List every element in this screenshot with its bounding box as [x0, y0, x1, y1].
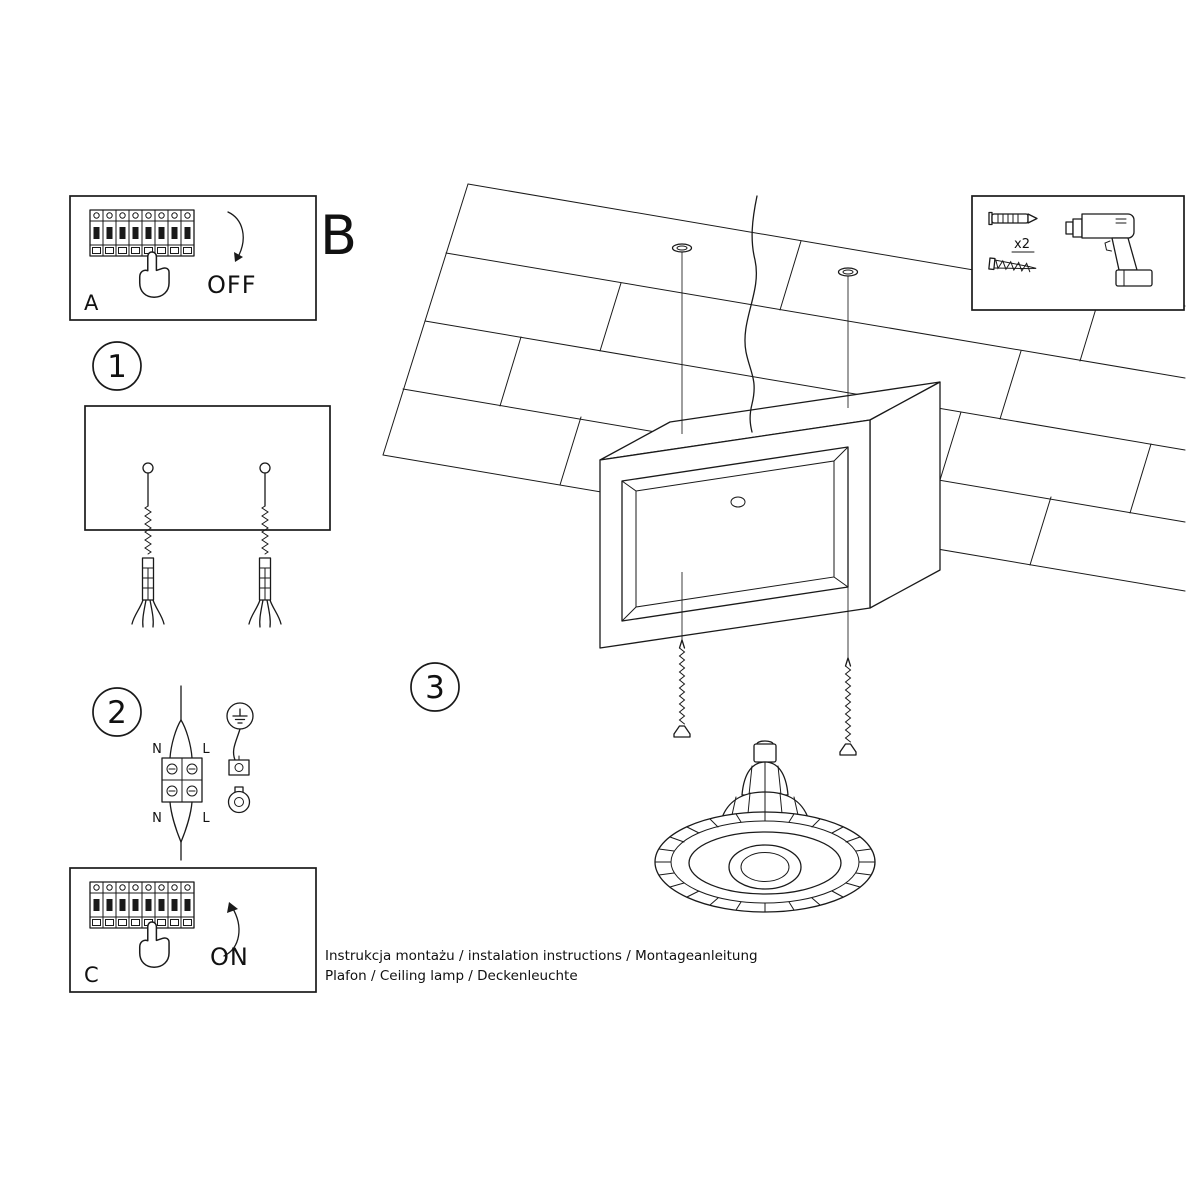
step-2: 2 N L N L — [92, 685, 254, 861]
wire-entry-hole — [730, 496, 746, 508]
tools-quantity-label: x2 — [1014, 237, 1030, 252]
panel-c-label: C — [84, 963, 99, 987]
on-arrow-icon — [223, 906, 240, 957]
earth-wire — [232, 728, 241, 761]
step-3-number: 3 — [425, 670, 445, 706]
wall-plug-icon — [988, 211, 1038, 226]
ceiling-lamp-box — [599, 381, 941, 649]
wire-n-top-label: N — [152, 742, 162, 757]
bulb-teeth — [654, 811, 876, 913]
ceiling-hole-left — [671, 243, 693, 253]
drill-icon — [1065, 213, 1153, 287]
power-off-step: OFF A — [69, 195, 317, 321]
off-label: OFF — [207, 271, 257, 299]
step-2-number: 2 — [107, 695, 127, 731]
breaker-panel-on — [89, 881, 195, 929]
step-1: 1 — [84, 341, 331, 628]
wire-n-bottom-label: N — [152, 811, 162, 826]
breaker-panel-off — [89, 209, 195, 257]
panel-a-label: A — [84, 291, 99, 315]
footer-product-line: Plafon / Ceiling lamp / Deckenleuchte — [325, 968, 578, 984]
off-arrow-icon — [227, 211, 244, 258]
footer-instructions-line: Instrukcja montażu / instalation instruc… — [325, 948, 758, 964]
section-b-label: B — [320, 204, 357, 267]
step-3: 3 — [410, 662, 460, 712]
mounting-guides — [671, 195, 859, 434]
spotlight-bulb — [654, 740, 876, 913]
screw-icon — [988, 257, 1037, 273]
earth-circle — [226, 702, 254, 730]
wiring-diagram: N L N L — [152, 685, 254, 861]
on-label: ON — [210, 943, 249, 971]
step-1-number: 1 — [107, 349, 127, 385]
cable-clamp-ring — [227, 790, 251, 814]
supply-wire — [744, 195, 758, 433]
power-on-step: ON C — [69, 867, 317, 993]
fixing-screws — [673, 545, 857, 756]
fixing-screw-left — [673, 639, 691, 738]
fixing-screw-right — [839, 657, 857, 756]
ceiling-hole-right — [837, 267, 859, 277]
wire-l-bottom-label: L — [202, 811, 210, 826]
earth-connector — [228, 759, 250, 776]
wire-l-top-label: L — [202, 742, 210, 757]
footer: Instrukcja montażu / instalation instruc… — [325, 948, 758, 984]
tools-box: x2 — [971, 195, 1185, 311]
